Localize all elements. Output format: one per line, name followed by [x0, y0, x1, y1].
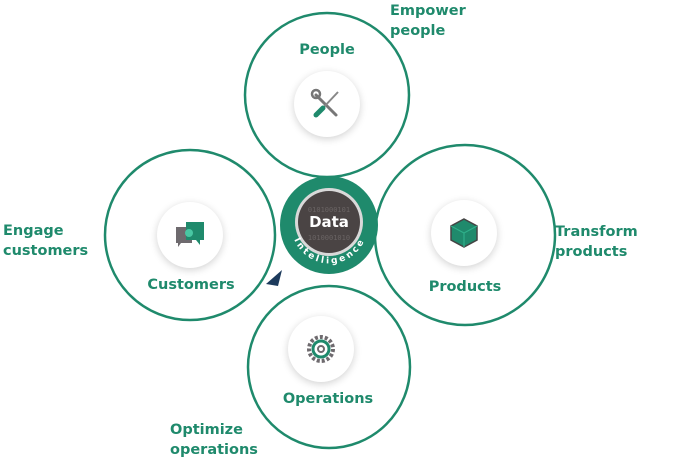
- people-icon-circle: [294, 71, 360, 137]
- people-label: People: [299, 42, 355, 58]
- outcome-line: Empower: [390, 3, 466, 19]
- products-label: Products: [428, 279, 502, 295]
- cube-icon: [450, 218, 478, 248]
- outcome-optimize-operations: Optimize operations: [170, 420, 258, 460]
- outcome-transform-products: Transform products: [555, 222, 638, 262]
- outcome-line: people: [390, 23, 446, 39]
- svg-text:1010001010: 1010001010: [308, 234, 350, 242]
- products-icon-circle: [431, 200, 497, 266]
- data-hub: 0101000101 1010001010: [280, 176, 378, 274]
- operations-label: Operations: [282, 391, 374, 407]
- outcome-line: operations: [170, 442, 258, 458]
- svg-text:0101000101: 0101000101: [308, 206, 350, 214]
- operations-loop: [246, 284, 412, 450]
- outcome-engage-customers: Engage customers: [3, 221, 88, 261]
- outcome-line: Engage: [3, 223, 64, 239]
- outcome-line: products: [555, 244, 628, 260]
- outcome-line: Transform: [555, 224, 638, 240]
- customers-icon-circle: [157, 202, 223, 268]
- gear-icon: [307, 335, 335, 363]
- outcome-empower-people: Empower people: [390, 1, 466, 41]
- chat-bubbles-icon: [176, 222, 204, 247]
- tools-icon: [310, 88, 339, 118]
- customers-label: Customers: [147, 277, 235, 293]
- data-hub-title: Data: [309, 213, 349, 231]
- arrow-head-icon: [266, 270, 282, 286]
- customers-loop: [103, 148, 277, 322]
- outcome-line: Optimize: [170, 422, 243, 438]
- outcome-line: customers: [3, 243, 89, 259]
- operations-icon-circle: [288, 316, 354, 382]
